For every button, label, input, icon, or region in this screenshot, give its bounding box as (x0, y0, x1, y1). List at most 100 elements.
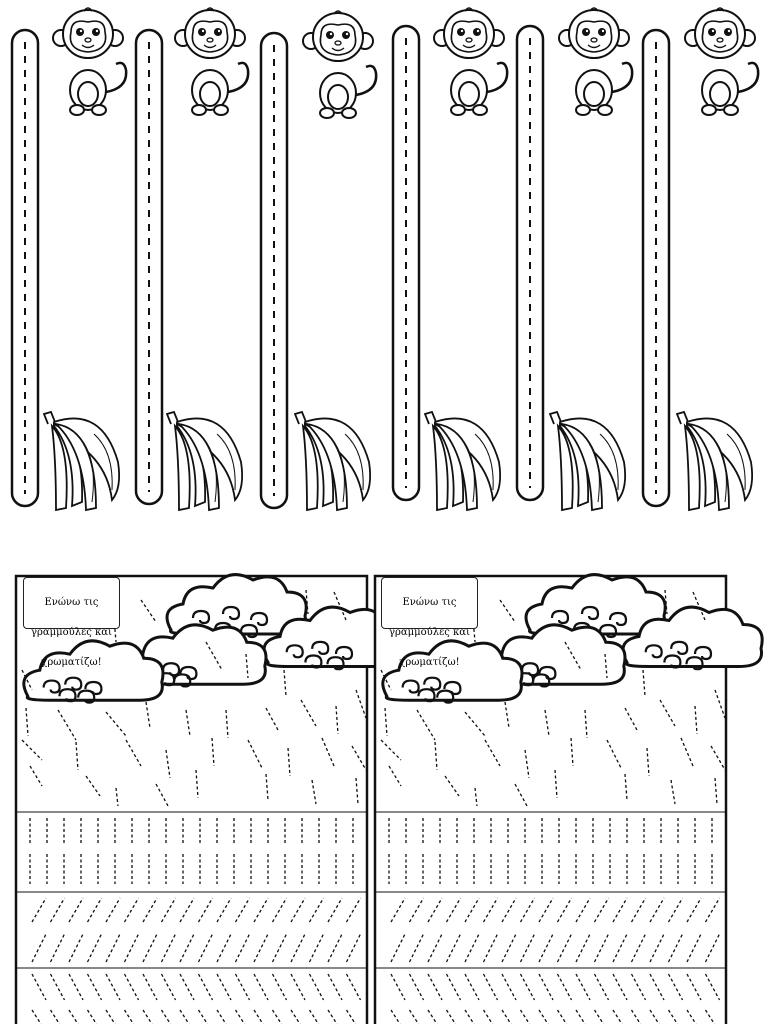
instruction-line-1: Ενώνω τις (402, 597, 457, 608)
tracing-strips-area (10, 7, 760, 512)
dashed-rain-line (145, 701, 151, 729)
monkey-icon (174, 7, 250, 116)
dashed-backslant-line (234, 973, 251, 1001)
dashed-slant-line (630, 897, 647, 923)
dashed-slant-line (519, 897, 536, 923)
dashed-slant-line (327, 897, 343, 923)
dashed-rain-line (140, 599, 157, 623)
dashed-rain-line (499, 599, 516, 623)
dashed-rain-line (245, 653, 249, 679)
dashed-rain-line (21, 739, 43, 761)
dashed-backslant-line (123, 973, 140, 1001)
dashed-slant-line (686, 897, 702, 923)
banana-icon (165, 410, 244, 512)
dashed-slant-line (142, 897, 158, 923)
dashed-backslant-line (686, 1009, 697, 1024)
dashed-backslant-line (49, 1009, 61, 1024)
dashed-rain-line (113, 617, 117, 643)
dashed-rain-line (185, 709, 191, 737)
instruction-line-2: γραμμούλες και (31, 627, 112, 638)
dashed-backslant-line (464, 1009, 475, 1024)
dashed-slant-line (160, 897, 177, 923)
dashed-backslant-line (253, 1009, 264, 1024)
dashed-slant-line (197, 897, 214, 923)
dashed-rain-line (351, 745, 367, 771)
dashed-backslant-line (445, 973, 462, 1001)
dashed-backslant-line (482, 973, 499, 1001)
dashed-backslant-line (290, 1009, 301, 1024)
dashed-rain-line (604, 653, 608, 679)
banana-icon (42, 410, 121, 512)
dashed-backslant-line (327, 1009, 338, 1024)
dashed-slant-line (501, 897, 517, 923)
dashed-backslant-line (234, 1009, 246, 1024)
dashed-rain-line (710, 745, 726, 771)
dashed-backslant-line (649, 1009, 660, 1024)
dashed-rain-line (624, 707, 638, 731)
dashed-backslant-line (686, 973, 702, 1001)
dashed-backslant-line (538, 973, 554, 1001)
dashed-rain-line (444, 775, 460, 797)
dashed-rain-line (85, 775, 101, 797)
dashed-backslant-line (197, 973, 214, 1001)
dashed-backslant-line (408, 973, 425, 1001)
dashed-slant-line (105, 897, 121, 923)
dashed-rain-line (514, 783, 528, 807)
dashed-rain-line (211, 737, 215, 767)
monkey-icon (684, 7, 760, 116)
instruction-line-1: Ενώνω τις (44, 597, 99, 608)
dashed-backslant-line (593, 973, 610, 1001)
dashed-slant-line (216, 897, 232, 923)
dashed-backslant-line (464, 973, 480, 1001)
banana-icon (423, 410, 502, 512)
rain-panels-area (14, 573, 764, 1024)
dashed-rain-line (25, 707, 29, 737)
monkey-icon (433, 7, 509, 116)
dashed-rain-line (311, 779, 317, 805)
dashed-backslant-line (501, 973, 517, 1001)
dashed-slant-line (704, 897, 721, 923)
dashed-backslant-line (216, 1009, 227, 1024)
dashed-rain-line (544, 709, 550, 737)
dashed-rain-line (434, 741, 438, 771)
dashed-rain-line (355, 689, 367, 719)
monkey-icon (302, 10, 378, 119)
dashed-backslant-line (142, 973, 158, 1001)
dashed-slant-line (68, 897, 84, 923)
dashed-rain-line (714, 777, 718, 805)
dashed-backslant-line (575, 973, 591, 1001)
dashed-slant-line (345, 897, 362, 923)
dashed-rain-line (642, 669, 646, 697)
dashed-backslant-line (142, 1009, 153, 1024)
dashed-slant-line (408, 897, 425, 923)
dashed-slant-line (482, 897, 499, 923)
dashed-slant-line (271, 897, 288, 923)
dashed-backslant-line (667, 973, 684, 1001)
dashed-backslant-line (345, 1009, 357, 1024)
dashed-backslant-line (31, 973, 47, 1001)
dashed-rain-line (355, 777, 359, 805)
instruction-line-2: γραμμούλες και (389, 627, 470, 638)
instruction-box-left: Ενώνω τις γραμμούλες και χρωματίζω! (23, 577, 120, 668)
dashed-backslant-line (704, 1009, 716, 1024)
dashed-backslant-line (630, 1009, 642, 1024)
dashed-backslant-line (427, 1009, 438, 1024)
dashed-slant-line (612, 897, 628, 923)
dashed-rain-line (624, 773, 628, 801)
dashed-backslant-line (216, 973, 232, 1001)
dashed-slant-line (123, 897, 140, 923)
dashed-rain-line (283, 669, 287, 697)
dashed-slant-line (290, 897, 306, 923)
dashed-rain-line (380, 739, 402, 761)
cloud-icon (381, 573, 764, 704)
dashed-slant-line (464, 897, 480, 923)
dashed-slant-line (308, 897, 325, 923)
dashed-backslant-line (123, 1009, 135, 1024)
dashed-rain-line (714, 689, 726, 719)
dashed-slant-line (234, 897, 251, 923)
dashed-backslant-line (86, 1009, 98, 1024)
dashed-rain-line (165, 749, 171, 779)
dashed-backslant-line (408, 1009, 420, 1024)
dashed-rain-line (195, 769, 199, 799)
